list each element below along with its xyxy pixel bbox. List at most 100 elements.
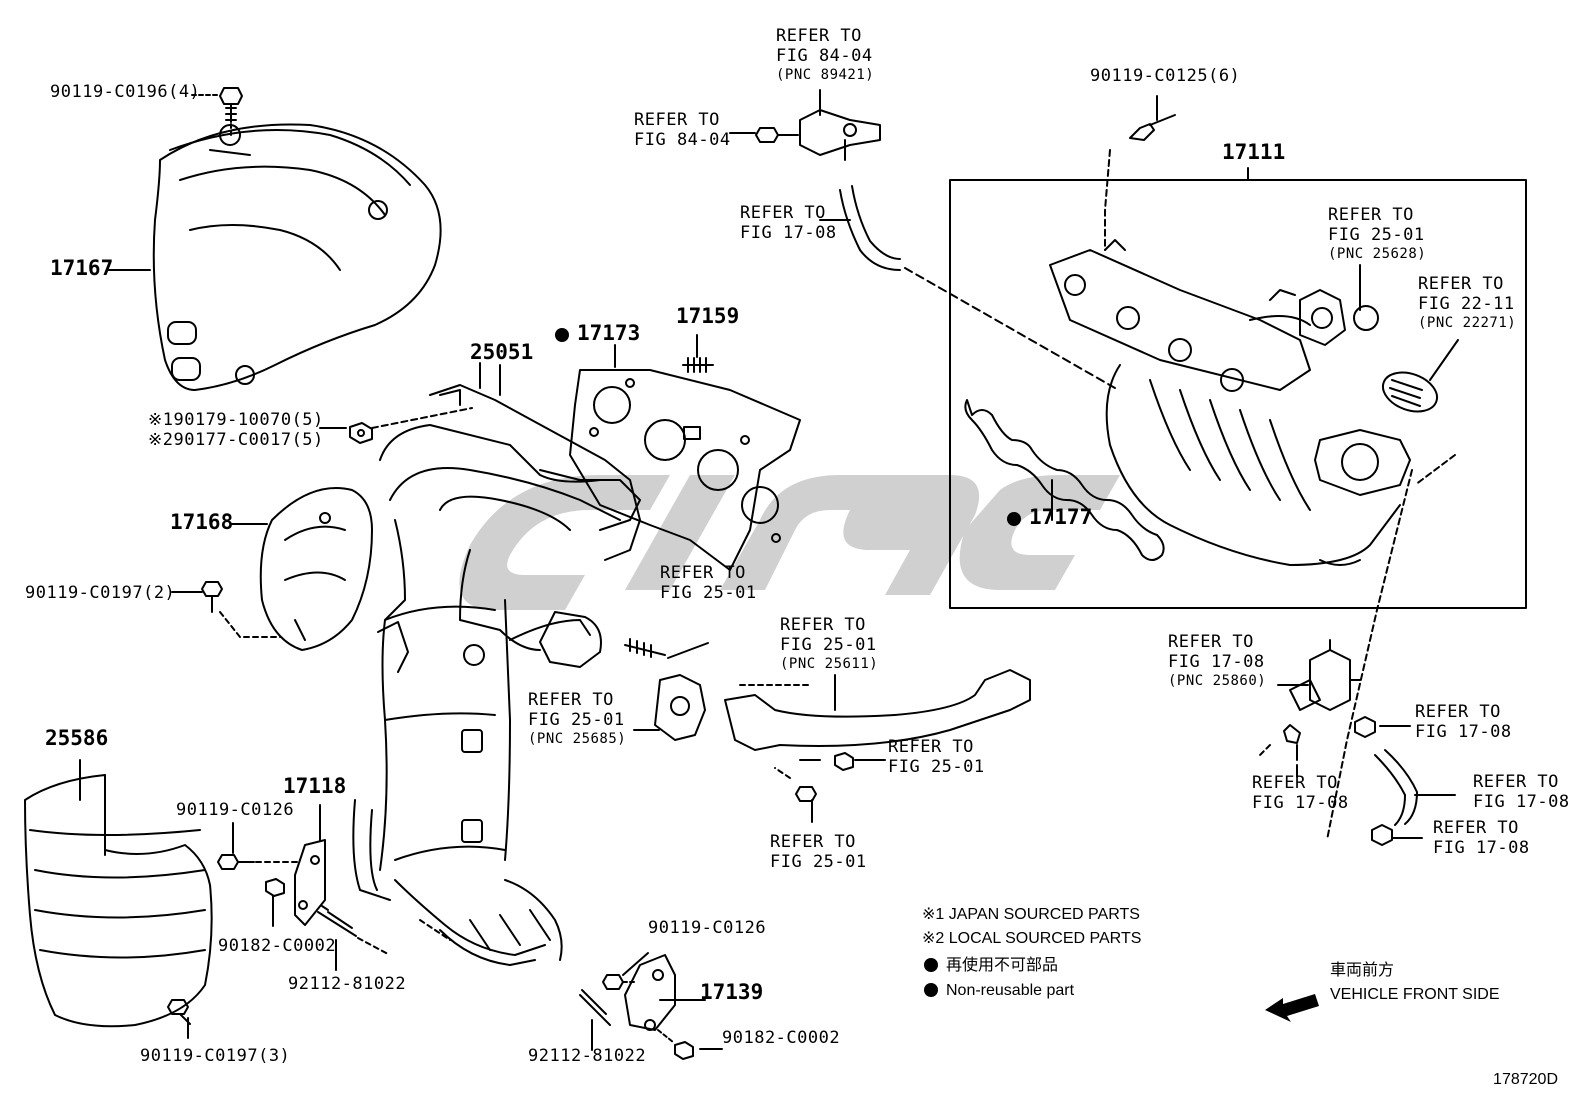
- label-90119-c0196: 90119-C0196(4): [50, 82, 201, 102]
- figure-id: 178720D: [1493, 1071, 1558, 1088]
- refer-line: REFER TO: [1328, 205, 1414, 225]
- label-92112-a: 92112-81022: [288, 974, 407, 994]
- clamp-b: [1371, 824, 1423, 846]
- refer-line: REFER TO: [1168, 632, 1254, 652]
- refer-pnc: (PNC 25628): [1328, 246, 1427, 262]
- refer-line: REFER TO: [740, 203, 826, 223]
- refer-line: REFER TO: [660, 563, 746, 583]
- bracket-17118: [294, 804, 326, 926]
- stud-17159: [682, 334, 714, 373]
- label-17118: 17118: [283, 774, 347, 798]
- refer-line: REFER TO: [1473, 772, 1559, 792]
- label-190179: ※190179-10070(5): [148, 410, 324, 430]
- legend-nonreusable-jp-text: 再使用不可部品: [946, 957, 1059, 974]
- refer-line: REFER TO: [634, 110, 720, 130]
- legend-nonreusable-en: Non-reusable part: [924, 980, 1074, 1002]
- refer-17-08-hose: REFER TO FIG 17-08: [740, 203, 837, 243]
- label-17173: 17173: [555, 321, 641, 345]
- bolt-fig-17-08: [1259, 724, 1301, 778]
- non-reusable-dot-icon: [1007, 512, 1021, 526]
- refer-17-08-hose-small: REFER TO FIG 17-08: [1473, 772, 1570, 812]
- label-17173-text: 17173: [577, 321, 641, 345]
- stud-fig-25-01: [624, 638, 709, 659]
- refer-fig: FIG 17-08: [1252, 793, 1349, 813]
- bracket-17139: [624, 954, 706, 1031]
- label-17167: 17167: [50, 256, 114, 280]
- label-17111: 17111: [1222, 140, 1286, 164]
- gasket-17177: [964, 399, 1165, 561]
- label-90119-c0197-2: 90119-C0197(2): [25, 583, 176, 603]
- refer-fig: FIG 25-01: [770, 852, 867, 872]
- refer-fig: FIG 25-01: [528, 710, 625, 730]
- refer-84-04-pnc-89421: REFER TO FIG 84-04 (PNC 89421): [776, 26, 874, 84]
- o-ring-25628: [1353, 305, 1379, 331]
- refer-line: REFER TO: [1418, 274, 1504, 294]
- label-17168: 17168: [170, 510, 234, 534]
- exhaust-manifold-25051: [352, 362, 641, 966]
- refer-22-11-pnc-22271: REFER TO FIG 22-11 (PNC 22271): [1418, 274, 1516, 332]
- refer-pnc: (PNC 25860): [1168, 673, 1267, 689]
- intake-manifold-17111: [1049, 239, 1411, 566]
- dash-vsv: [1326, 469, 1413, 841]
- vsv-25860: [1277, 639, 1361, 711]
- watermark-logo: [459, 475, 1120, 610]
- refer-pnc: (PNC 25611): [780, 656, 879, 672]
- egr-pipe-25611: [724, 669, 1031, 761]
- dash-vsv-2: [1414, 454, 1456, 486]
- nut-90182-c0002-b: [657, 1029, 723, 1060]
- non-reusable-dot-icon: [924, 983, 938, 997]
- gasket-25685: [633, 674, 706, 741]
- hose-small: [1374, 749, 1456, 826]
- refer-fig: FIG 17-08: [1473, 792, 1570, 812]
- vacuum-hose: [819, 185, 1116, 389]
- legend-nonreusable-en-text: Non-reusable part: [946, 982, 1075, 999]
- bolt-90119-c0197-a: [171, 581, 281, 638]
- refer-fig: FIG 17-08: [1415, 722, 1512, 742]
- nut-fig-25-01: [834, 752, 886, 771]
- label-290177: ※290177-C0017(5): [148, 430, 324, 450]
- gasket-22271: [1381, 339, 1459, 413]
- refer-25-01-pnc-25628: REFER TO FIG 25-01 (PNC 25628): [1328, 205, 1426, 263]
- refer-25-01-bolt: REFER TO FIG 25-01: [770, 832, 867, 872]
- sensor-89421: [799, 89, 881, 161]
- non-reusable-dot-icon: [555, 328, 569, 342]
- bolt-fig-25-01: [774, 767, 817, 823]
- refer-25-01-pnc-25611: REFER TO FIG 25-01 (PNC 25611): [780, 615, 878, 673]
- label-17139: 17139: [700, 980, 764, 1004]
- legend-note-2: ※2 LOCAL SOURCED PARTS: [922, 930, 1142, 947]
- refer-line: REFER TO: [528, 690, 614, 710]
- refer-25-01-stud: REFER TO FIG 25-01: [660, 563, 757, 603]
- bolt-90119-c0197-b: [167, 999, 191, 1039]
- refer-line: REFER TO: [1433, 818, 1519, 838]
- non-reusable-dot-icon: [924, 958, 938, 972]
- heat-insulator-17168: [231, 487, 373, 651]
- label-90182-c0002-a: 90182-C0002: [218, 936, 337, 956]
- refer-fig: FIG 84-04: [776, 46, 873, 66]
- bolt-90119-c0126-a: [217, 822, 302, 870]
- label-90119-c0126-b: 90119-C0126: [648, 918, 767, 938]
- refer-fig: FIG 17-08: [1433, 838, 1530, 858]
- label-25051: 25051: [470, 340, 534, 364]
- refer-line: REFER TO: [888, 737, 974, 757]
- refer-fig: FIG 25-01: [888, 757, 985, 777]
- refer-17-08-clamp-a: REFER TO FIG 17-08: [1415, 702, 1512, 742]
- refer-pnc: (PNC 22271): [1418, 315, 1517, 331]
- refer-25-01-nut: REFER TO FIG 25-01: [888, 737, 985, 777]
- refer-17-08-bolt: REFER TO FIG 17-08: [1252, 773, 1349, 813]
- vehicle-front-en: VEHICLE FRONT SIDE: [1330, 986, 1500, 1003]
- nut-190179: [319, 407, 473, 444]
- heat-insulator-25586: [24, 759, 213, 1028]
- label-90119-c0125: 90119-C0125(6): [1090, 66, 1241, 86]
- refer-line: REFER TO: [780, 615, 866, 635]
- refer-17-08-pnc-25860: REFER TO FIG 17-08 (PNC 25860): [1168, 632, 1266, 690]
- refer-17-08-clamp-b: REFER TO FIG 17-08: [1433, 818, 1530, 858]
- bolt-90119-c0126-b: [602, 952, 649, 990]
- label-25586: 25586: [45, 726, 109, 750]
- legend-note-1: ※1 JAPAN SOURCED PARTS: [922, 906, 1140, 923]
- label-17159: 17159: [676, 304, 740, 328]
- refer-line: REFER TO: [776, 26, 862, 46]
- refer-fig: FIG 22-11: [1418, 294, 1515, 314]
- nut-90182-c0002-a: [265, 878, 285, 927]
- stud-92112-a: [317, 905, 389, 971]
